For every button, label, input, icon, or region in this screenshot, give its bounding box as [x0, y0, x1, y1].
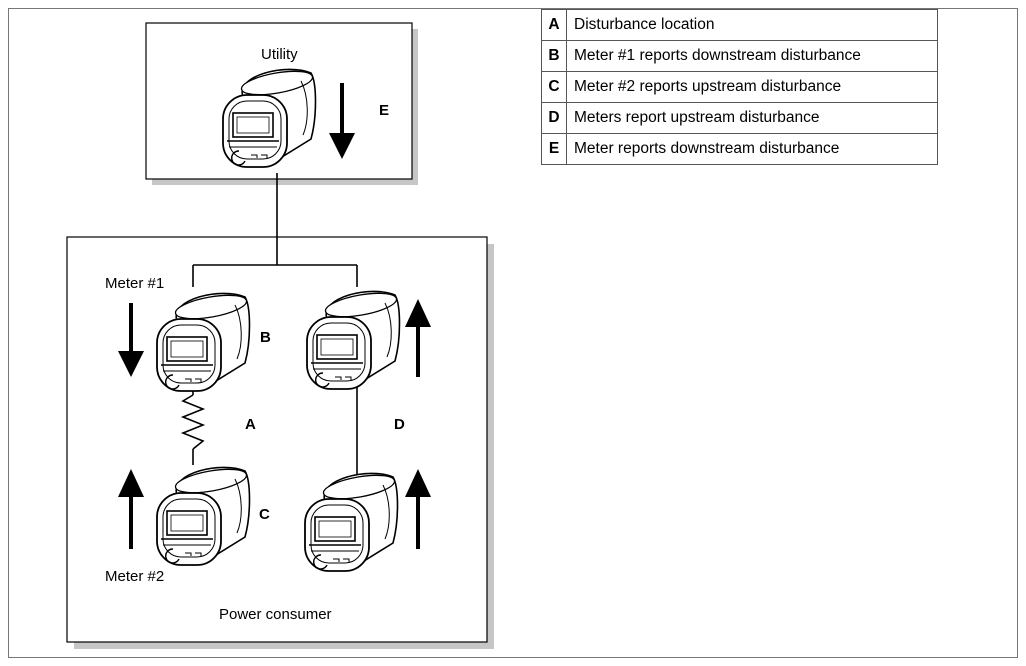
- legend-text: Disturbance location: [566, 9, 938, 41]
- legend-key: C: [541, 71, 567, 103]
- legend-text: Meters report upstream disturbance: [566, 102, 938, 134]
- meter-2-label: Meter #2: [105, 568, 164, 585]
- legend-text: Meter #1 reports downstream disturbance: [566, 40, 938, 72]
- arrow-up-icon: [118, 469, 144, 549]
- disturbance-zigzag: [180, 394, 206, 450]
- wiring: [192, 173, 358, 475]
- legend-row: A Disturbance location: [541, 9, 938, 41]
- label-C: C: [259, 506, 270, 523]
- legend-text: Meter reports downstream disturbance: [566, 133, 938, 165]
- legend-key: B: [541, 40, 567, 72]
- legend-table: A Disturbance location B Meter #1 report…: [541, 9, 938, 165]
- legend-key: A: [541, 9, 567, 41]
- label-E: E: [379, 102, 389, 119]
- arrow-up-icon: [405, 299, 431, 377]
- legend-text: Meter #2 reports upstream disturbance: [566, 71, 938, 103]
- legend-row: B Meter #1 reports downstream disturbanc…: [541, 40, 938, 72]
- arrow-up-icon: [405, 469, 431, 549]
- utility-label: Utility: [261, 46, 298, 63]
- legend-row: C Meter #2 reports upstream disturbance: [541, 71, 938, 103]
- disturbance-direction-diagram: Utility E Meter #1 B A D C Meter #2 Powe…: [66, 22, 494, 649]
- legend-key: D: [541, 102, 567, 134]
- legend-row: D Meters report upstream disturbance: [541, 102, 938, 134]
- meter-1-label: Meter #1: [105, 275, 164, 292]
- arrows: [118, 83, 431, 549]
- arrow-down-icon: [329, 83, 355, 159]
- arrow-down-icon: [118, 303, 144, 377]
- label-D: D: [394, 416, 405, 433]
- label-B: B: [260, 329, 271, 346]
- legend-key: E: [541, 133, 567, 165]
- label-A: A: [245, 416, 256, 433]
- figure-frame: Utility E Meter #1 B A D C Meter #2 Powe…: [8, 8, 1018, 658]
- power-consumer-label: Power consumer: [219, 606, 332, 623]
- legend-row: E Meter reports downstream disturbance: [541, 133, 938, 165]
